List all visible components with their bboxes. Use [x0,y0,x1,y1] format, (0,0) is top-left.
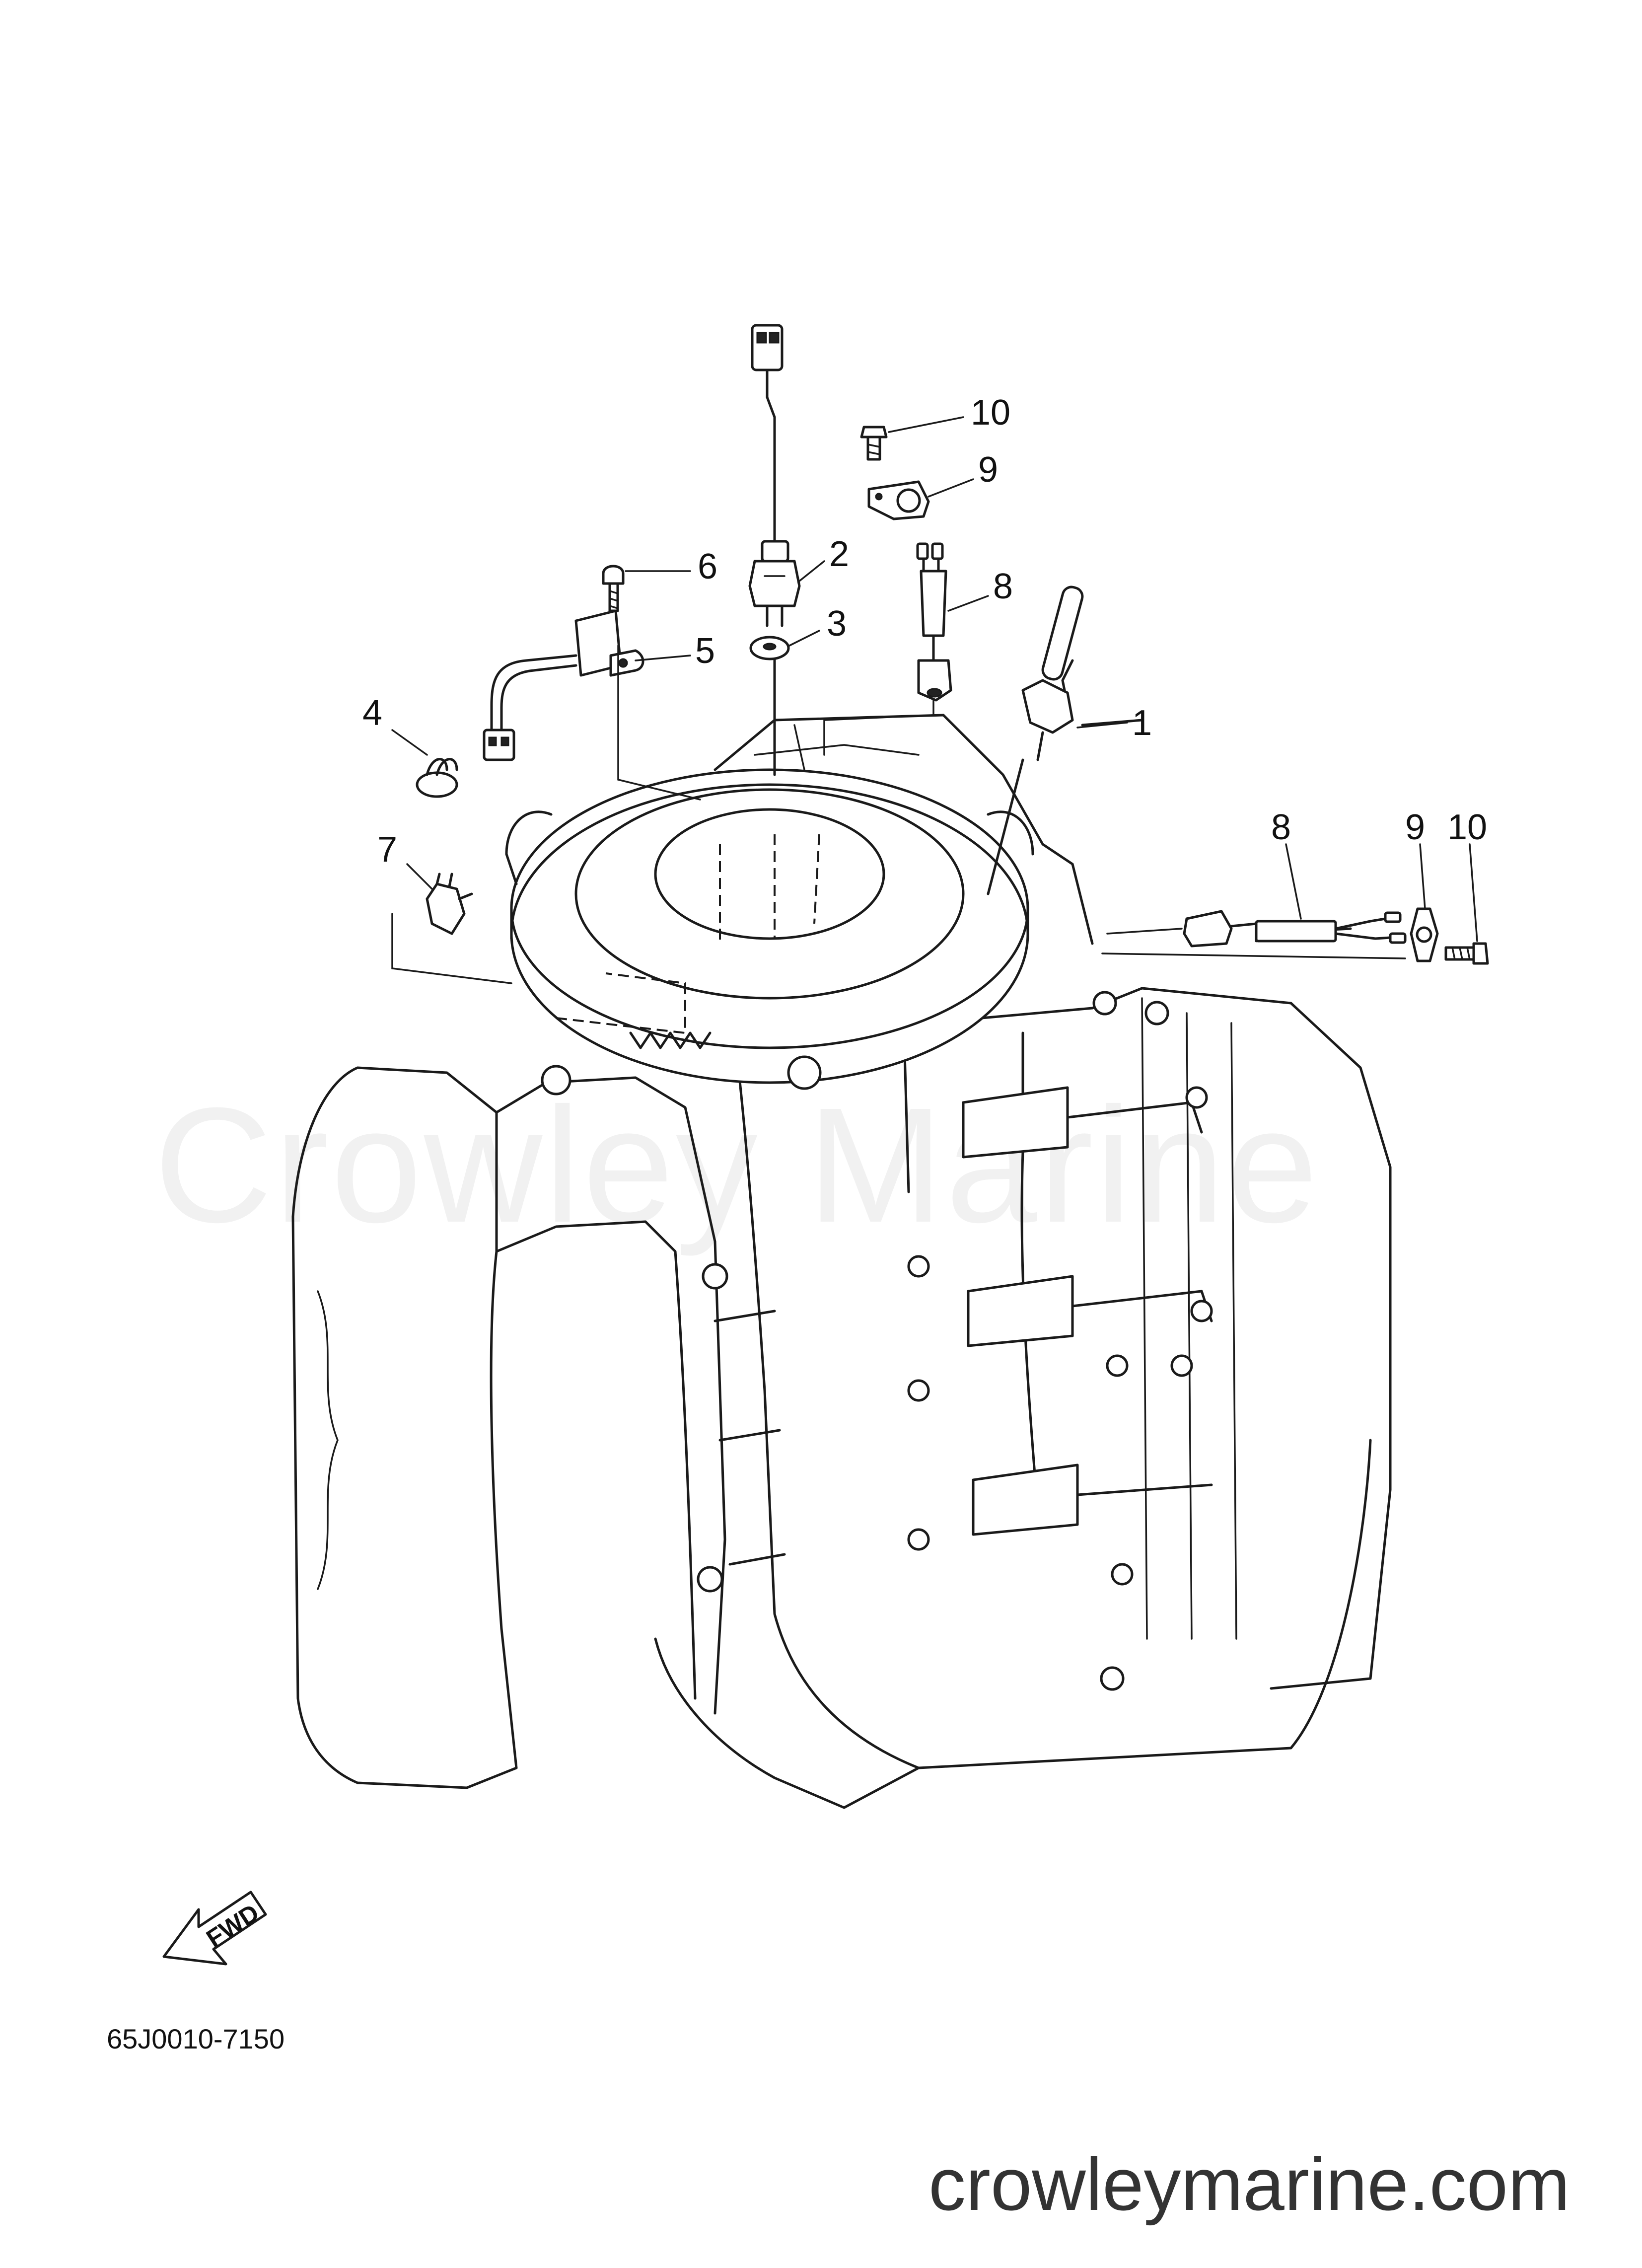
part-9-right-plate [1410,907,1439,962]
callout-5: 5 [695,631,715,671]
part-5-bracket [483,609,701,801]
callout-1: 1 [1132,703,1152,743]
part-10-right-bolt [1444,942,1489,965]
callout-2: 2 [829,534,849,574]
callout-9-right: 9 [1405,807,1425,847]
part-10-top-bolt [860,426,888,461]
fwd-arrow-icon: FWD [162,1891,267,1966]
callout-9-top: 9 [978,450,998,490]
part-1-thermo-switch [987,585,1143,895]
callout-7: 7 [377,830,397,870]
part-4-clip [416,758,458,798]
footer-url: crowleymarine.com [928,2142,1570,2226]
part-3-washer [749,636,790,660]
upper-head-detail [754,724,920,771]
callout-6: 6 [698,547,717,586]
part-6-bolt [602,565,625,612]
callout-3: 3 [827,604,847,644]
intake-silencer [291,1065,786,1789]
leader-lines [391,416,1478,942]
callout-8-right: 8 [1271,807,1291,847]
callout-4: 4 [362,693,382,733]
part-8-right-switch [1101,910,1407,959]
flywheel-cover [505,768,1034,1090]
watermark: Crowley Marine [154,1073,1320,1257]
callouts: 1 2 3 4 5 6 7 8 9 10 8 9 10 [362,393,1487,870]
part-code: 65J0010-7150 [107,2023,285,2054]
part-9-top-plate [867,480,930,520]
block-bolts [907,991,1213,1691]
callout-10-right: 10 [1447,807,1487,847]
callout-8-top: 8 [993,567,1013,606]
part-2-sensor [748,324,801,776]
part-8-top-switch [823,542,952,756]
engine-block [654,987,1392,1809]
callout-10-top: 10 [971,393,1010,433]
part-7-connector [391,873,512,984]
